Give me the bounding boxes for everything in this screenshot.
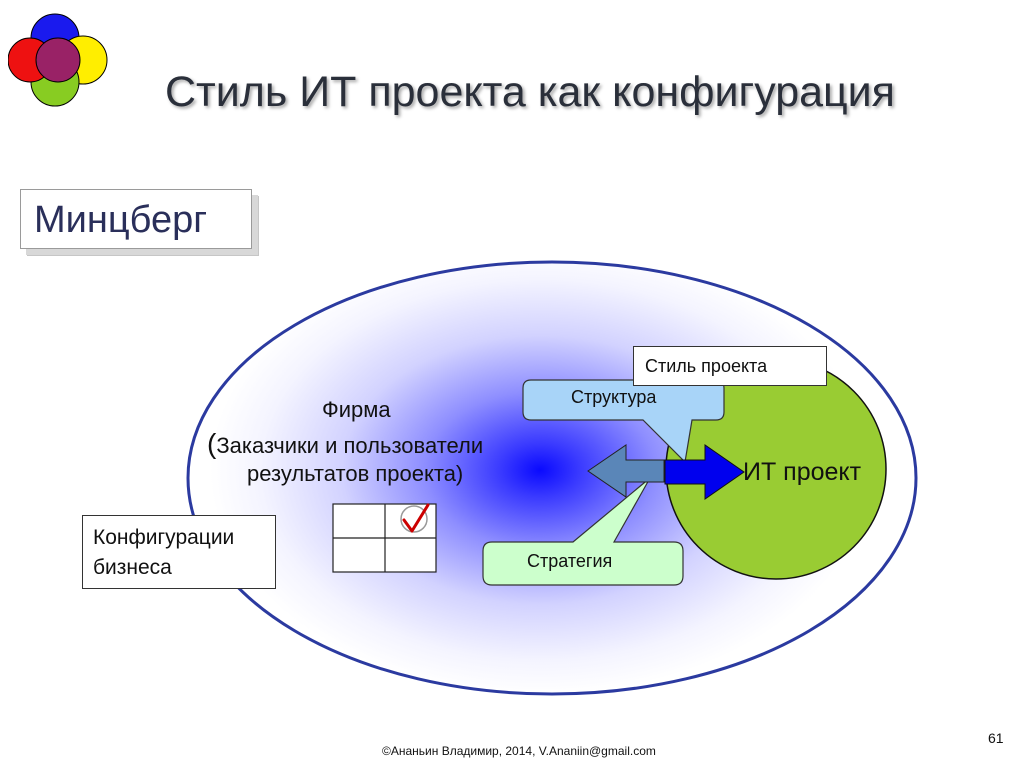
config-line2: бизнеса xyxy=(93,556,172,579)
page-number: 61 xyxy=(988,730,1004,746)
logo-circles-icon xyxy=(8,13,108,107)
strategy-callout xyxy=(482,477,684,586)
open-paren: ( xyxy=(207,428,217,459)
strategy-label: Стратегия xyxy=(527,551,613,571)
firm-title: Фирма xyxy=(322,397,391,422)
left-arrow-icon xyxy=(587,444,665,498)
project-style-box: Стиль проекта xyxy=(633,346,827,386)
slide-title: Стиль ИТ проекта как конфигурация xyxy=(165,68,895,116)
firm-description-line1: (Заказчики и пользователи xyxy=(207,428,483,460)
footer-credit: ©Ананьин Владимир, 2014, V.Ananiin@gmail… xyxy=(382,744,656,758)
business-configurations-box: Конфигурации бизнеса xyxy=(82,515,276,589)
firm-description-line2: результатов проекта) xyxy=(247,461,464,486)
configuration-grid-icon xyxy=(332,503,437,573)
check-mark-icon xyxy=(402,503,430,533)
config-line1: Конфигурации xyxy=(93,526,235,549)
author-label-box: Минцберг xyxy=(20,189,252,249)
firm-description-text: Заказчики и пользователи xyxy=(216,433,484,458)
it-project-label: ИТ проект xyxy=(743,458,862,486)
right-arrow-icon xyxy=(664,444,745,500)
structure-label: Структура xyxy=(571,387,657,407)
